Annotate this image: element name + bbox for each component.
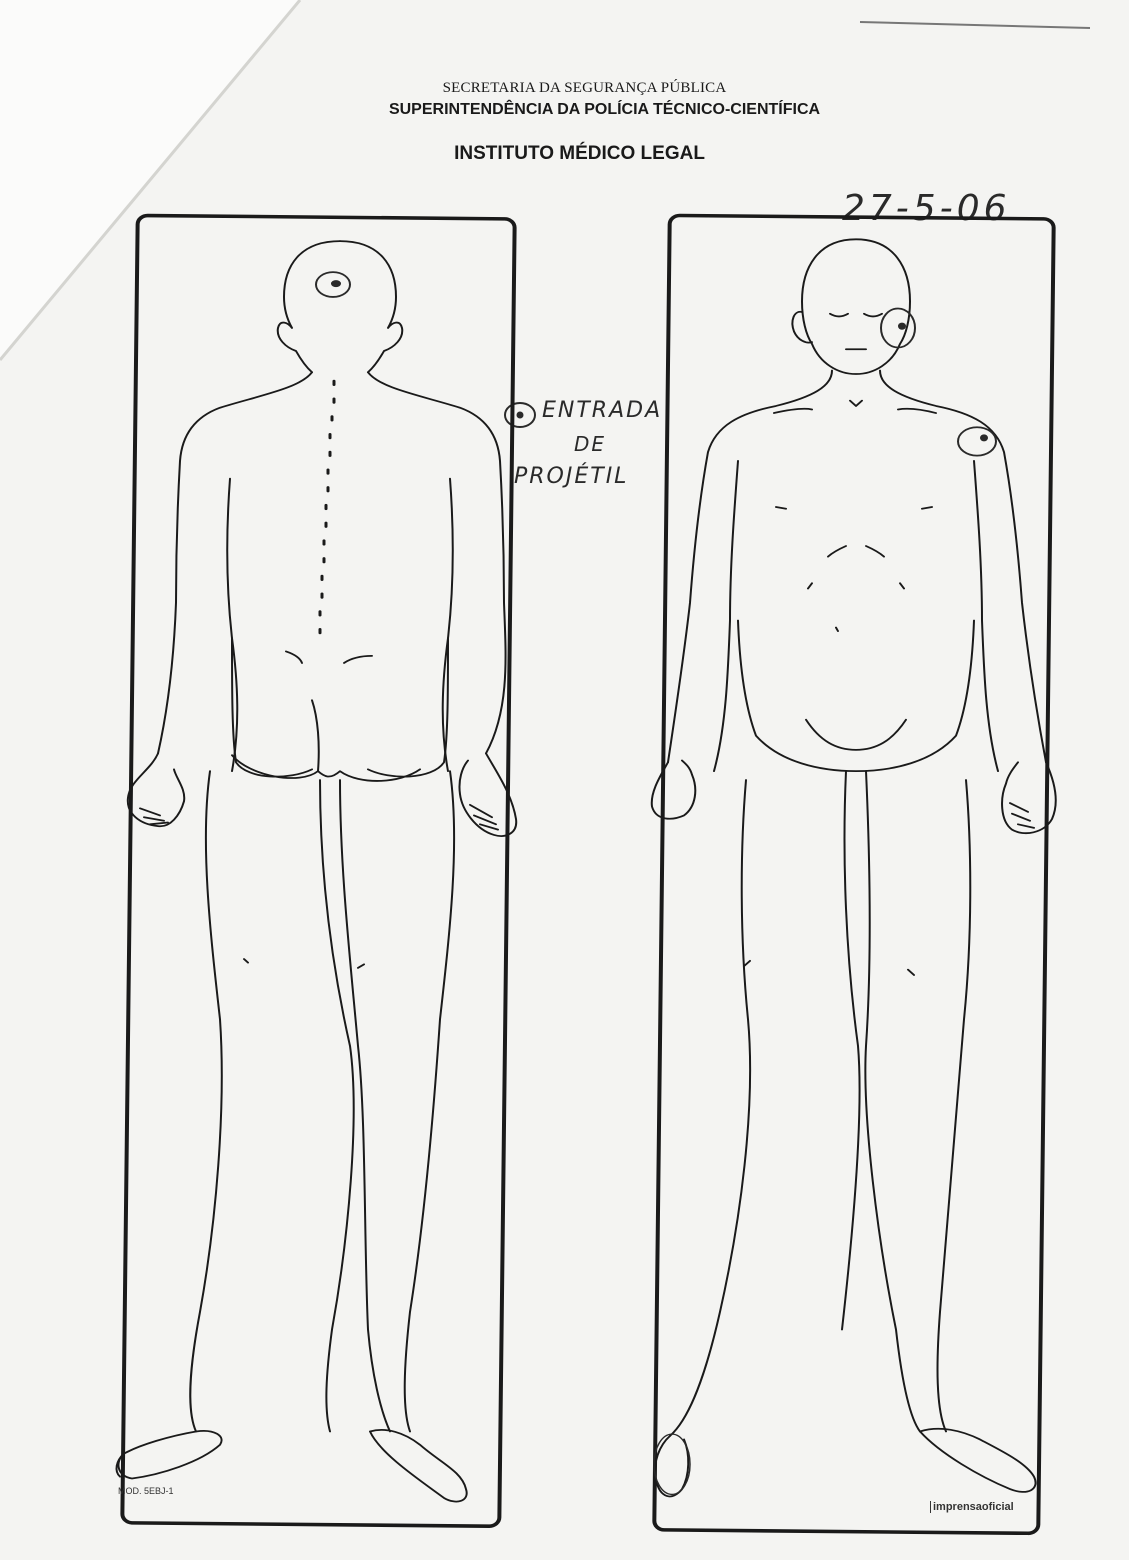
- posterior-frame: [122, 215, 514, 1526]
- posterior-head-wound-marker: [316, 272, 350, 297]
- posterior-view-panel: [117, 215, 517, 1526]
- anterior-view-panel: [652, 215, 1056, 1533]
- printer-imprint: imprensaoficial: [930, 1501, 1014, 1513]
- anterior-wound-markers: [654, 308, 996, 1494]
- anterior-body-outline: [652, 239, 1056, 1496]
- form-code: MOD. 5EBJ-1: [118, 1486, 174, 1496]
- posterior-body-outline: [117, 241, 517, 1501]
